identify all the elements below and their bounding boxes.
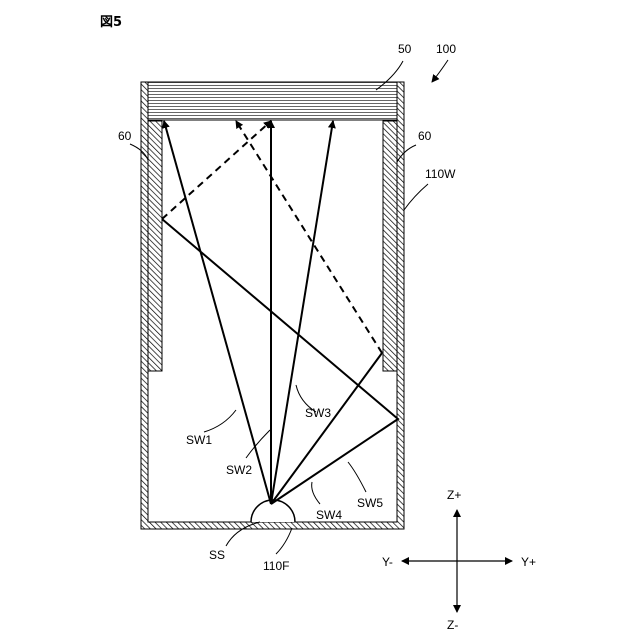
coordinate-axes — [402, 510, 512, 612]
label-sw1: SW1 — [186, 433, 212, 447]
figure-label: 図5 — [100, 15, 122, 30]
label-ss: SS — [209, 548, 225, 562]
inner-wall-right — [383, 121, 397, 371]
layered-panel — [148, 82, 397, 120]
label-110f: 110F — [263, 559, 289, 573]
label-110w: 110W — [425, 167, 456, 181]
label-sw5: SW5 — [357, 496, 383, 510]
housing-wall — [141, 82, 404, 529]
axis-z-minus: Z- — [447, 618, 458, 632]
axis-z-plus: Z+ — [447, 488, 461, 502]
label-sw4: SW4 — [316, 508, 342, 522]
label-sw3: SW3 — [305, 406, 331, 420]
label-60-right: 60 — [418, 129, 432, 143]
label-60-left: 60 — [118, 129, 132, 143]
inner-wall-left — [148, 121, 162, 371]
label-50: 50 — [398, 42, 412, 56]
axis-y-minus: Y- — [382, 555, 393, 569]
label-100: 100 — [436, 42, 456, 56]
ray-sw3 — [271, 121, 333, 504]
ray-sw4-reflected — [236, 121, 382, 353]
ray-sw5 — [162, 219, 398, 504]
ray-sw4 — [271, 353, 382, 504]
axis-y-plus: Y+ — [521, 555, 536, 569]
label-sw2: SW2 — [226, 463, 252, 477]
